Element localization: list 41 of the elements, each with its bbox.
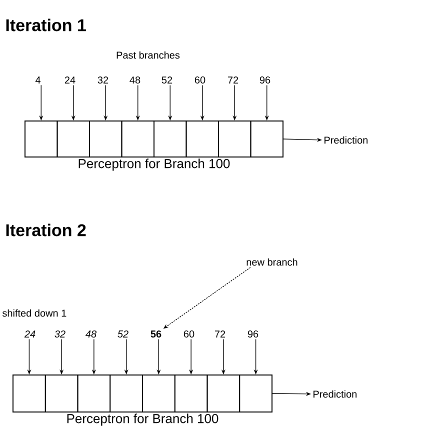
annotation-text: shifted down 1	[2, 309, 66, 317]
weight-cell	[110, 374, 143, 412]
branch-number: 32	[54, 330, 66, 338]
branch-number: 96	[248, 330, 258, 338]
weight-cell	[206, 374, 240, 412]
weight-cell	[174, 374, 208, 412]
branch-number: 72	[214, 330, 226, 338]
weight-cell	[186, 120, 219, 158]
weight-cell	[77, 374, 111, 412]
output-label: Prediction	[314, 390, 356, 398]
branch-number: 32	[98, 76, 108, 84]
weight-cell	[239, 374, 272, 412]
node-label: Perceptron for Branch 100	[67, 414, 218, 426]
heading: Iteration 1	[6, 18, 86, 32]
branch-number: 96	[260, 76, 270, 84]
weight-cell	[56, 120, 90, 158]
weight-cell	[89, 120, 122, 158]
branch-number: 52	[118, 330, 128, 338]
branch-number: 52	[162, 76, 172, 84]
node-label: Perceptron for Branch 100	[78, 158, 230, 171]
branch-number: 24	[24, 330, 36, 338]
output-label: Prediction	[324, 136, 368, 144]
branch-number: 60	[184, 330, 194, 338]
branch-number: 48	[86, 330, 96, 338]
branch-number: 60	[194, 76, 206, 84]
weight-cell	[24, 120, 58, 158]
weight-cell	[44, 374, 78, 412]
branch-number: 24	[64, 76, 76, 84]
annotation-text: Past branches	[116, 51, 180, 59]
branch-number: 56	[150, 330, 162, 338]
weight-cell	[12, 374, 46, 412]
weight-cell	[250, 120, 284, 158]
branch-number: 72	[228, 76, 238, 84]
weight-cell	[142, 374, 176, 412]
branch-number: 4	[35, 76, 40, 84]
callout-text: new branch	[246, 258, 298, 266]
weight-cell	[218, 120, 252, 158]
branch-number: 48	[130, 76, 140, 84]
weight-cell	[121, 120, 154, 158]
heading: Iteration 2	[6, 224, 86, 236]
weight-cell	[154, 120, 187, 158]
